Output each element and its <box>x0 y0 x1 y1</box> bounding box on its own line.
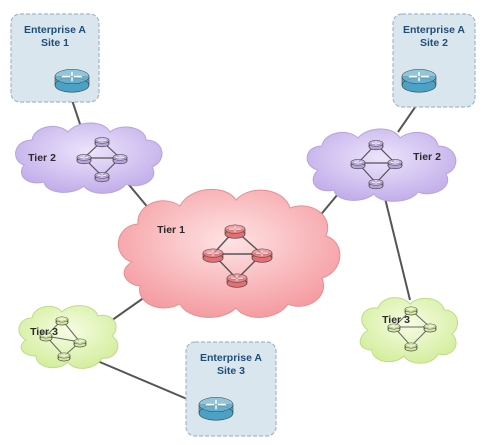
tier3-left-router-left-icon <box>39 332 53 342</box>
link-site2-tier2right <box>397 102 419 133</box>
tier2-right-router-bottom-icon <box>368 179 384 190</box>
site-1-router-icon <box>54 69 90 93</box>
cloud-tier3-left <box>18 305 119 369</box>
site-2-line2: Site 2 <box>419 37 448 49</box>
site-2-label: Enterprise A Site 2 <box>393 24 475 50</box>
tier1-label: Tier 1 <box>157 224 185 236</box>
site-3-line2: Site 3 <box>216 365 245 377</box>
tier2-left-router-top-icon <box>94 137 110 148</box>
tier3-right-router-left-icon <box>387 323 401 333</box>
tier1-router-bottom-icon <box>226 273 248 288</box>
tier2-left-router-right-icon <box>112 154 128 165</box>
tier1-router-left-icon <box>202 248 224 263</box>
tier1-router-right-icon <box>251 248 273 263</box>
tier1-router-top-icon <box>224 224 246 239</box>
cloud-tier2-right <box>306 128 457 202</box>
tier2-right-router-top-icon <box>368 140 384 151</box>
tier2-left-router-bottom-icon <box>94 172 110 183</box>
tier3-left-router-top-icon <box>55 316 69 326</box>
tier3-left-router-right-icon <box>73 338 87 348</box>
tier3-right-label: Tier 3 <box>382 314 410 326</box>
tier3-right-router-bottom-icon <box>404 342 418 352</box>
tier3-left-label: Tier 3 <box>30 326 58 338</box>
site-2-line1: Enterprise A <box>402 24 466 36</box>
site-1-label: Enterprise A Site 1 <box>12 24 98 50</box>
tier2-right-router-left-icon <box>350 159 366 170</box>
tier2-right-router-right-icon <box>387 159 403 170</box>
tier3-left-router-bottom-icon <box>57 352 71 362</box>
tier2-right-label: Tier 2 <box>413 151 441 163</box>
tier2-left-label: Tier 2 <box>28 152 56 164</box>
site-1-line2: Site 1 <box>40 37 69 49</box>
tier2-left-router-left-icon <box>76 154 92 165</box>
cloud-tier3-right <box>359 297 459 364</box>
link-tier2right-tier3right <box>382 189 411 301</box>
site-1-line1: Enterprise A <box>23 24 87 36</box>
site-3-line1: Enterprise A <box>199 352 263 364</box>
site-2-router-icon <box>401 69 437 93</box>
tier3-right-router-top-icon <box>404 306 418 316</box>
site-3-router-icon <box>198 397 234 421</box>
site-3-label: Enterprise A Site 3 <box>186 352 276 378</box>
tier3-right-router-right-icon <box>423 323 437 333</box>
